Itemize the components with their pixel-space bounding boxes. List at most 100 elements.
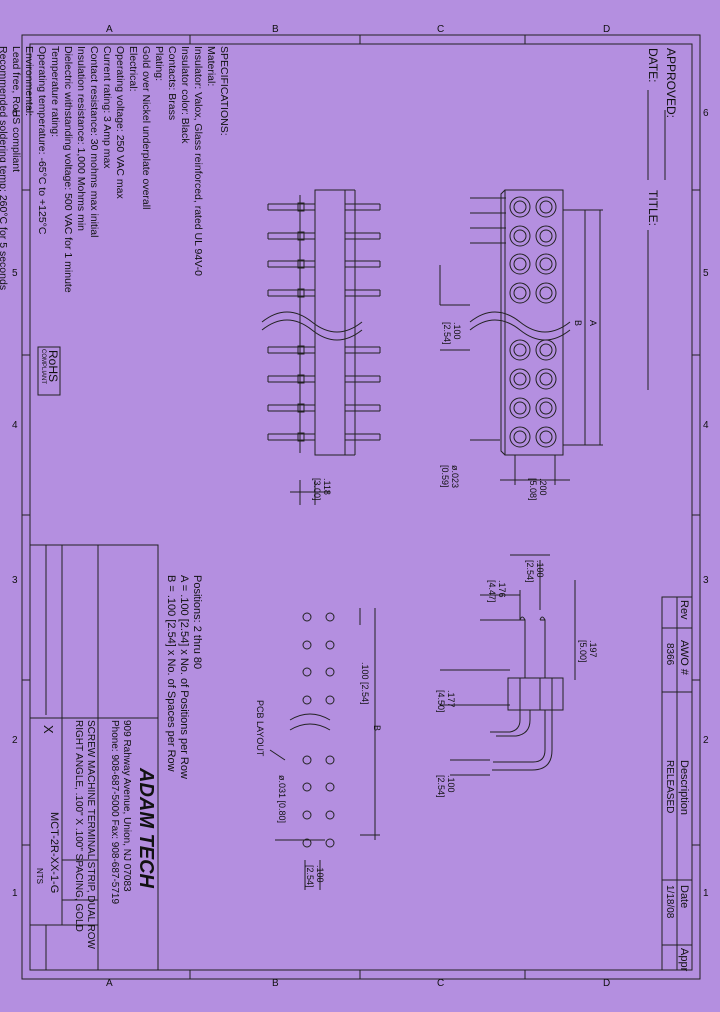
pin-tail: [267, 289, 315, 297]
socket-inner: [513, 343, 527, 357]
spec-line: Insulator color: Black: [179, 46, 191, 144]
rohs-compliant-label: COMPLIANT: [40, 349, 46, 385]
pcb-hole: [325, 838, 335, 848]
socket-inner: [539, 257, 553, 271]
pin-collar: [297, 403, 305, 413]
pcb-hole: [325, 755, 335, 765]
socket-outer: [509, 282, 531, 304]
socket-outer: [509, 253, 531, 275]
border-number-5-right: 5: [703, 268, 709, 279]
socket-outer: [535, 426, 557, 448]
rev-header-date: Date: [678, 885, 690, 909]
rev-header-rev: Rev: [678, 600, 690, 620]
notes: Positions: 2 thru 80 A = .100 [2.54] x N…: [164, 575, 203, 779]
pin-contact: [345, 289, 381, 297]
end-view-drawing: [440, 554, 576, 776]
border-number-1-left: 1: [12, 888, 18, 899]
socket-inner: [539, 430, 553, 444]
note-positions: Positions: 2 thru 80: [191, 575, 203, 670]
socket-inner: [539, 372, 553, 386]
scale-value: NTS: [35, 868, 44, 884]
pcb-hole: [302, 640, 312, 650]
dim-pcb-b-label: B: [372, 725, 382, 732]
border-number-3-right: 3: [703, 575, 709, 586]
rev-header-description: Description: [678, 760, 690, 816]
pcb-layout-label: PCB LAYOUT: [255, 700, 265, 757]
border-letter-c-top: C: [437, 24, 445, 35]
pin-contact: [345, 203, 381, 211]
pcb-hole: [325, 667, 335, 677]
pin-collar: [297, 231, 305, 241]
socket-inner: [513, 401, 527, 415]
rev-header-awo: AWO #: [678, 640, 690, 676]
border-letter-d-bottom: D: [603, 978, 611, 989]
spec-line: Recommended soldering temp: 260°C for 5 …: [0, 46, 9, 291]
dim-tail: .118[3.00]: [312, 478, 332, 501]
pcb-layout-drawing: [269, 608, 380, 890]
pcb-hole: [302, 667, 312, 677]
dim-pcb-pitch: .100 [2.54]: [360, 662, 370, 705]
socket-outer: [509, 196, 531, 218]
socket-outer: [509, 397, 531, 419]
part-description-2: RIGHT ANGLE, .100" X .100" SPACING, GOLD: [73, 720, 84, 932]
note-a: A = .100 [2.54] x No. of Positions per R…: [178, 575, 190, 779]
pcb-hole: [325, 782, 335, 792]
socket-inner: [513, 430, 527, 444]
check-mark: X: [41, 725, 56, 734]
title-block: [29, 544, 159, 971]
border-letter-a-bottom: A: [106, 978, 113, 989]
company-name: ADAM TECH: [135, 768, 157, 888]
socket-inner: [539, 200, 553, 214]
pin-tail: [267, 375, 315, 383]
socket-outer: [535, 253, 557, 275]
border-number-4-left: 4: [12, 420, 18, 431]
socket-outer: [535, 368, 557, 390]
pin-contact: [345, 375, 381, 383]
spec-line: Insulation resistance: 1,000 Mohms min: [75, 46, 87, 232]
company-address: 909 Rahway Avenue, Union, NJ 07083: [121, 720, 132, 892]
pcb-hole: [302, 695, 312, 705]
pcb-hole: [325, 695, 335, 705]
border-letter-b-bottom: B: [272, 978, 279, 989]
socket-inner: [513, 286, 527, 300]
pin-tail: [267, 404, 315, 412]
pcb-hole: [325, 810, 335, 820]
socket-inner: [539, 229, 553, 243]
dim-pitch-end: .100[2.54]: [525, 560, 545, 583]
dim-pcb-pitch-bottom: .100[2.54]: [305, 865, 325, 888]
dim-h197: .197[5.00]: [578, 640, 598, 663]
socket-inner: [539, 286, 553, 300]
dim-a-label: A: [588, 320, 598, 327]
pcb-hole: [325, 640, 335, 650]
pcb-hole: [302, 810, 312, 820]
pin-collar: [297, 345, 305, 355]
socket-outer: [509, 368, 531, 390]
spec-line: Operating voltage: 250 VAC max: [114, 46, 126, 199]
socket-inner: [513, 372, 527, 386]
socket-inner: [513, 229, 527, 243]
rev-header-appr: Appr: [678, 948, 690, 972]
side-view-drawing: [261, 189, 381, 505]
spec-line: Dielectric withstanding voltage: 500 VAC…: [62, 46, 74, 293]
border-letter-b-top: B: [272, 24, 279, 35]
inner-frame: [29, 43, 693, 971]
border-number-2-left: 2: [12, 735, 18, 746]
border-number-6-right: 6: [703, 108, 709, 119]
pin-contact: [345, 346, 381, 354]
border-letter-d-top: D: [603, 24, 611, 35]
pcb-hole: [302, 782, 312, 792]
dim-diameter: ø.023[0.59]: [440, 465, 460, 489]
part-number: MCT-2R-XX-1-G: [48, 812, 60, 894]
spec-line: Current rating: 3 Amp max: [101, 46, 113, 169]
spec-line: Electrical:: [127, 46, 139, 92]
pin-collar: [297, 288, 305, 298]
spec-line: Plating:: [153, 46, 165, 82]
pin-collar: [297, 259, 305, 269]
spec-line: Contacts: Brass: [166, 46, 178, 121]
border-number-4-right: 4: [703, 420, 709, 431]
socket-outer: [535, 397, 557, 419]
socket-inner: [513, 200, 527, 214]
border-number-3-left: 3: [12, 575, 18, 586]
